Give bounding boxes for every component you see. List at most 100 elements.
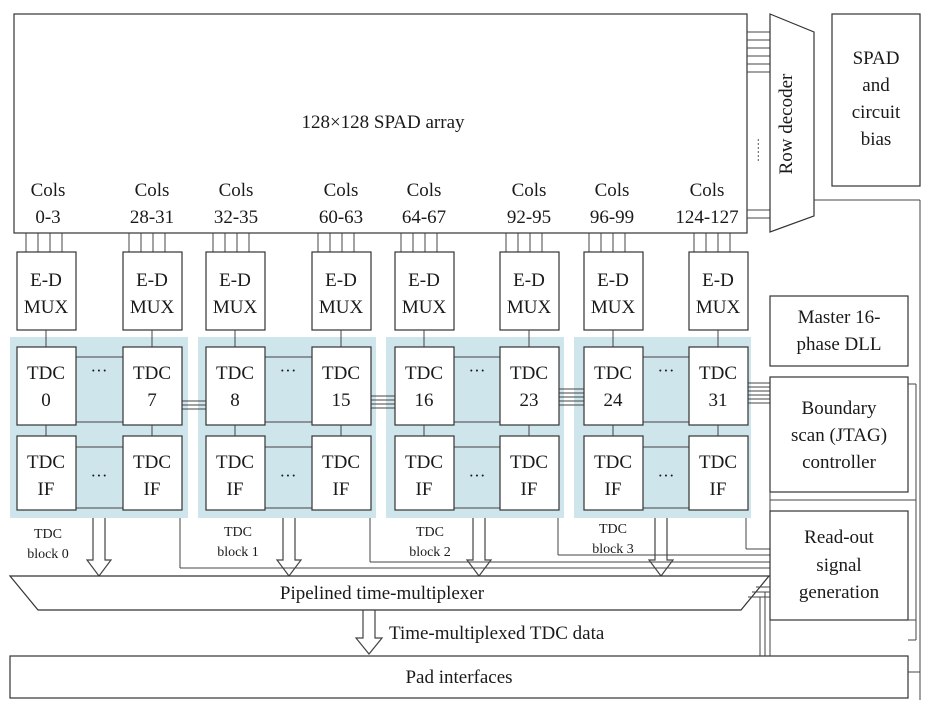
col-group-6-line2: 96-99	[590, 207, 634, 228]
row-decoder-label: Row decoder	[776, 73, 797, 174]
tdc-if-line1: TDC	[133, 452, 171, 473]
tdc-index: 31	[709, 390, 728, 411]
bias-box	[831, 13, 921, 187]
down-arrow-icon	[85, 518, 113, 577]
tdc-if-line1: TDC	[405, 452, 443, 473]
col-group-2-line1: Cols	[219, 180, 254, 201]
col-group-0-line2: 0-3	[35, 207, 60, 228]
tdc-if-box	[122, 435, 183, 511]
tdc-box	[583, 346, 644, 426]
tdc-if-line2: IF	[521, 479, 538, 500]
tdc-index: 7	[147, 390, 157, 411]
col-group-7-line2: 124-127	[675, 207, 738, 228]
col-group-1-line1: Cols	[135, 180, 170, 201]
tdc-block-1-label-line2: block 1	[217, 545, 259, 560]
ed-mux-line1: E-D	[30, 270, 62, 291]
ed-mux-line1: E-D	[597, 270, 629, 291]
ed-mux-line1: E-D	[702, 270, 734, 291]
ed-mux-row: E-D MUX E-D MUX E-D MUX E-D MUX E-D MUX …	[16, 251, 749, 331]
tdc-block-3-label-line2: block 3	[592, 542, 634, 557]
ed-mux-line2: MUX	[213, 297, 258, 318]
tdc-if-line2: IF	[144, 479, 161, 500]
tdc-index: 24	[604, 390, 624, 411]
ed-mux-line1: E-D	[408, 270, 440, 291]
row-decoder-shape	[769, 13, 815, 233]
ellipsis: ···	[280, 361, 297, 380]
dll-box	[769, 295, 909, 367]
col-group-0-line1: Cols	[31, 180, 66, 201]
tdc-label: TDC	[594, 363, 632, 384]
ed-mux-box	[499, 251, 560, 331]
tdc-block-labels: TDC block 0 TDC block 1 TDC block 2 TDC …	[27, 522, 634, 562]
tdc-if-box	[688, 435, 749, 511]
tdc-box	[394, 346, 455, 426]
col-group-7-line1: Cols	[690, 180, 725, 201]
tdc-label: TDC	[216, 363, 254, 384]
down-arrow-icon	[465, 518, 493, 577]
ellipsis: ···	[91, 466, 108, 485]
pad-interfaces-label: Pad interfaces	[405, 667, 512, 688]
tdc-if-line1: TDC	[27, 452, 65, 473]
ed-mux-line2: MUX	[24, 297, 69, 318]
ed-mux-line2: MUX	[402, 297, 447, 318]
col-group-1-line2: 28-31	[130, 207, 174, 228]
mux-to-tdc-wires	[45, 330, 719, 347]
ed-mux-box	[16, 251, 77, 331]
jtag-line3: controller	[802, 452, 877, 473]
bias-line2: and	[862, 75, 890, 96]
dll-line1: Master 16-	[798, 307, 881, 328]
bias-line1: SPAD	[853, 48, 900, 69]
tdc-if-box	[499, 435, 560, 511]
col-group-2-line2: 32-35	[214, 207, 258, 228]
ed-mux-line2: MUX	[591, 297, 636, 318]
spad-array-label: 128×128 SPAD array	[301, 112, 465, 133]
ed-mux-line2: MUX	[319, 297, 364, 318]
tdc-if-line1: TDC	[594, 452, 632, 473]
block-output-arrows	[85, 518, 675, 577]
column-wires	[25, 233, 731, 252]
tdc-label: TDC	[27, 363, 65, 384]
tdc-ellipses: ··· ··· ··· ··· ··· ··· ··· ···	[91, 361, 675, 485]
tdc-if-box	[205, 435, 266, 511]
ed-mux-box	[311, 251, 372, 331]
ed-mux-box	[688, 251, 749, 331]
ellipsis: ···	[469, 361, 486, 380]
ed-mux-line1: E-D	[325, 270, 357, 291]
tdc-box	[311, 346, 372, 426]
tdc-if-line2: IF	[227, 479, 244, 500]
tdc-index: 0	[41, 390, 51, 411]
tdc-box	[205, 346, 266, 426]
readout-box	[769, 510, 909, 621]
down-arrow-icon	[647, 518, 675, 577]
col-group-5-line2: 92-95	[507, 207, 551, 228]
jtag-line2: scan (JTAG)	[791, 425, 887, 446]
ellipsis: ···	[91, 361, 108, 380]
ed-mux-line2: MUX	[507, 297, 552, 318]
tdc-index: 15	[332, 390, 351, 411]
tdc-block-3-label-line1: TDC	[599, 522, 627, 537]
jtag-box	[769, 376, 909, 493]
tdc-if-box	[583, 435, 644, 511]
tdc-if-line1: TDC	[510, 452, 548, 473]
tdc-label: TDC	[322, 363, 360, 384]
ed-mux-box	[205, 251, 266, 331]
ellipsis: ···	[658, 466, 675, 485]
tdc-row: TDC 0 TDC 7 TDC 8 TDC 15 TDC 16 TDC 23 T…	[16, 346, 749, 426]
row-decoder-wires	[747, 31, 770, 219]
ed-mux-box	[122, 251, 183, 331]
tdc-label: TDC	[133, 363, 171, 384]
ed-mux-line1: E-D	[219, 270, 251, 291]
ellipsis: ···	[469, 466, 486, 485]
spad-array-box	[13, 13, 748, 234]
multiplexer-shape	[8, 575, 771, 611]
jtag-line1: Boundary	[802, 398, 877, 419]
tdc-label: TDC	[699, 363, 737, 384]
tdc-if-line2: IF	[710, 479, 727, 500]
ed-mux-box	[394, 251, 455, 331]
tdc-if-box	[16, 435, 77, 511]
column-labels: Cols 0-3 Cols 28-31 Cols 32-35 Cols 60-6…	[31, 180, 739, 228]
tdc-index: 8	[230, 390, 240, 411]
down-arrow-icon	[275, 518, 303, 577]
tdc-block-2-label-line1: TDC	[416, 525, 444, 540]
